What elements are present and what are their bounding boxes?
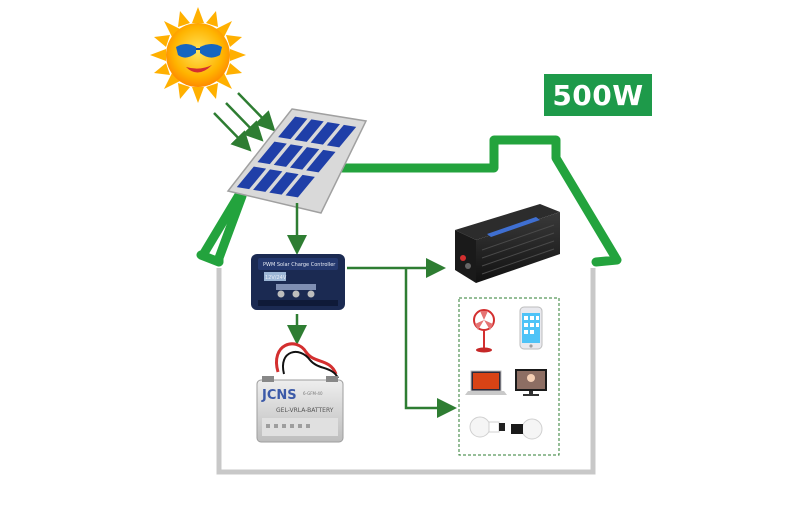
charge-controller-icon: PWM Solar Charge Controller 12V/24V: [251, 254, 345, 310]
bulb-icon: [469, 416, 543, 440]
house-roof-left: [198, 185, 247, 260]
house-roof: [196, 135, 622, 267]
solar-cell: [253, 169, 283, 192]
house-wall: [216, 268, 596, 475]
solar-cell: [273, 144, 304, 167]
inverter-icon: [455, 204, 560, 283]
battery-brand: JCNS: [261, 388, 297, 403]
solar-cell: [269, 172, 299, 195]
sunlight-arrows: [213, 92, 276, 152]
battery-icon: JCNS 6-GFM-40 GEL-VRLA-BATTERY: [256, 376, 344, 443]
solar-cell: [294, 119, 324, 142]
solar-cell: [310, 122, 340, 145]
solar-cell: [278, 116, 308, 140]
solar-cell: [257, 141, 287, 165]
controller-model: 12V/24V: [265, 275, 287, 281]
loads-box: [458, 297, 560, 456]
output-arrows: [347, 258, 457, 418]
sun-icon: [150, 7, 246, 103]
monitor-icon: [515, 369, 547, 396]
battery-type: GEL-VRLA-BATTERY: [276, 407, 334, 414]
fan-icon: [473, 309, 495, 353]
battery-cables: [275, 342, 339, 379]
solar-cell: [289, 147, 320, 170]
solar-cell: [306, 149, 336, 173]
solar-panel-icon: [226, 108, 368, 214]
battery-model: 6-GFM-40: [303, 391, 323, 396]
solar-cell: [236, 166, 267, 190]
solar-cell: [326, 124, 357, 148]
solar-cell: [285, 174, 315, 198]
controller-title: PWM Solar Charge Controller: [263, 262, 336, 268]
power-rating-badge: 500W: [544, 74, 652, 116]
phone-icon: [519, 306, 543, 350]
laptop-icon: [465, 370, 507, 395]
